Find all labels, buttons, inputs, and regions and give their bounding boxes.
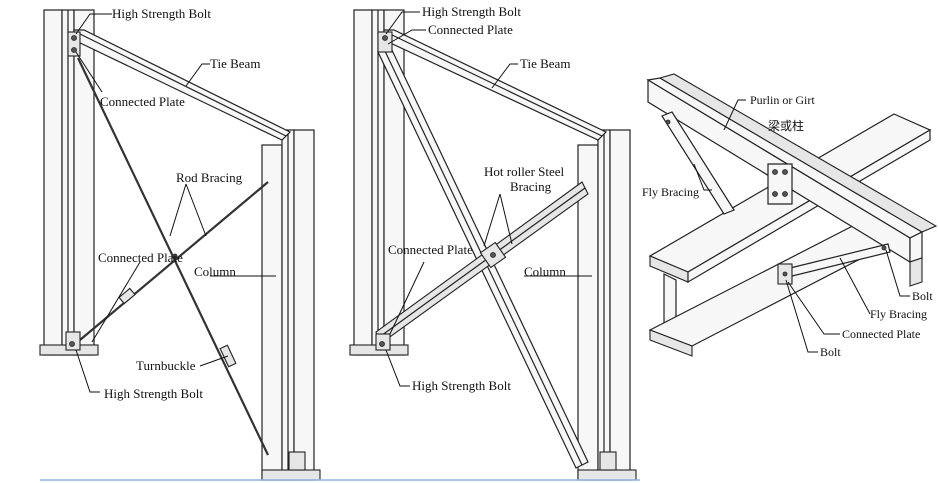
right-detail-fly-bracing-right: [777, 243, 891, 285]
left-frame-tie-beam-leader: [185, 63, 210, 87]
middle-frame-top-connected-plate: [377, 31, 393, 53]
left-frame-tie-beam-label: Tie Beam: [210, 56, 260, 71]
left-frame-bottom-bolt-leader: [75, 349, 100, 393]
middle-frame-top-bolt: [382, 35, 388, 41]
left-frame-top-bolt-label: High Strength Bolt: [112, 6, 211, 21]
middle-frame-top-plate-label: Connected Plate: [428, 22, 513, 37]
right-detail-fly-left-leader: [693, 163, 712, 191]
right-detail-connection-plate: [767, 163, 793, 205]
right-detail-fly-bracing-left-label: Fly Bracing: [642, 185, 699, 199]
middle-frame-bracing-leader-2: [499, 193, 513, 245]
left-frame-right-column: [261, 129, 321, 481]
right-detail: Purlin or Girt 梁或柱 Fly Bracing Bolt Fly …: [642, 73, 938, 359]
right-detail-fly-bracing-left: [661, 111, 735, 215]
right-detail-plate-bolt-4: [782, 191, 788, 197]
left-frame-mid-plate-label: Connected Plate: [98, 250, 183, 265]
middle-frame-top-plate-leader: [387, 29, 426, 45]
right-detail-bolt-right-label: Bolt: [912, 289, 933, 303]
right-detail-plate-bolt-3: [772, 191, 778, 197]
middle-frame-column-label: Column: [524, 264, 566, 279]
right-detail-plate-leader: [787, 281, 840, 335]
right-detail-fly-right-bolt-2: [881, 245, 887, 251]
left-frame-top-bolt-2: [71, 47, 77, 53]
middle-frame-tie-beam-leader: [491, 63, 518, 89]
right-detail-fly-right-leader: [839, 257, 871, 315]
right-detail-purlin-leader: [723, 99, 746, 131]
middle-frame-bottom-bolt-leader: [385, 349, 410, 387]
left-frame-top-plate-leader: [75, 51, 103, 93]
right-detail-fly-bracing-right-label: Fly Bracing: [870, 307, 927, 321]
middle-frame-right-column: [577, 129, 637, 481]
middle-frame-tie-beam-label: Tie Beam: [520, 56, 570, 71]
middle-frame-mid-plate-leader: [389, 261, 425, 335]
right-detail-bolt-bottom-leader: [785, 279, 818, 353]
middle-frame: High Strength Bolt Connected Plate Tie B…: [349, 4, 637, 481]
right-detail-purlin-label: Purlin or Girt: [750, 93, 815, 107]
middle-frame-bottom-bolt-label: High Strength Bolt: [412, 378, 511, 393]
left-frame-turnbuckle-leader: [199, 355, 229, 367]
middle-frame-left-column: [349, 9, 409, 356]
left-frame-rod-bracing-leader-2: [185, 183, 207, 237]
left-frame-top-plate-label: Connected Plate: [100, 94, 185, 109]
left-frame: High Strength Bolt Tie Beam Connected Pl…: [39, 6, 321, 481]
right-detail-connected-plate-label: Connected Plate: [842, 327, 920, 341]
left-frame-bottom-bolt-label: High Strength Bolt: [104, 386, 203, 401]
right-detail-bolt-bottom-label: Bolt: [820, 345, 841, 359]
middle-frame-mid-plate-label: Connected Plate: [388, 242, 473, 257]
left-frame-bottom-bolt: [69, 341, 75, 347]
left-frame-rod-bracing-leader-1: [169, 183, 187, 237]
middle-frame-top-bolt-label: High Strength Bolt: [422, 4, 521, 19]
right-detail-fly-left-bolt: [665, 119, 671, 125]
left-frame-turnbuckle-1: [118, 287, 136, 305]
middle-frame-bracing-label-line2: Bracing: [510, 179, 552, 194]
right-detail-plate-bolt-2: [782, 169, 788, 175]
right-detail-chinese-note: 梁或柱: [768, 118, 804, 133]
left-frame-turnbuckle-label: Turnbuckle: [136, 358, 196, 373]
left-frame-mid-bolt: [172, 253, 178, 259]
left-frame-bottom-connected-plate: [65, 331, 81, 351]
right-detail-plate-bolt-1: [772, 169, 778, 175]
middle-frame-bracing-leader-1: [483, 193, 501, 247]
left-frame-mid-plate-leader: [91, 261, 141, 343]
middle-frame-bottom-bolt: [379, 341, 385, 347]
left-frame-left-column: [39, 9, 99, 356]
left-frame-top-bolt: [71, 35, 77, 41]
left-frame-top-connected-plate: [67, 31, 81, 57]
right-detail-fly-right-bolt-1: [782, 271, 788, 277]
middle-frame-top-bolt-leader: [385, 11, 420, 35]
right-detail-bolt-right-leader: [885, 249, 910, 297]
left-frame-rod-bracing-label: Rod Bracing: [176, 170, 243, 185]
middle-frame-bracing-label-line1: Hot roller Steel: [484, 164, 565, 179]
left-frame-column-label: Column: [194, 264, 236, 279]
left-frame-top-bolt-leader: [75, 13, 112, 35]
middle-frame-steel-bracing-2: [375, 181, 589, 345]
left-frame-tie-beam: [73, 29, 292, 141]
middle-frame-center-bolt: [490, 252, 496, 258]
